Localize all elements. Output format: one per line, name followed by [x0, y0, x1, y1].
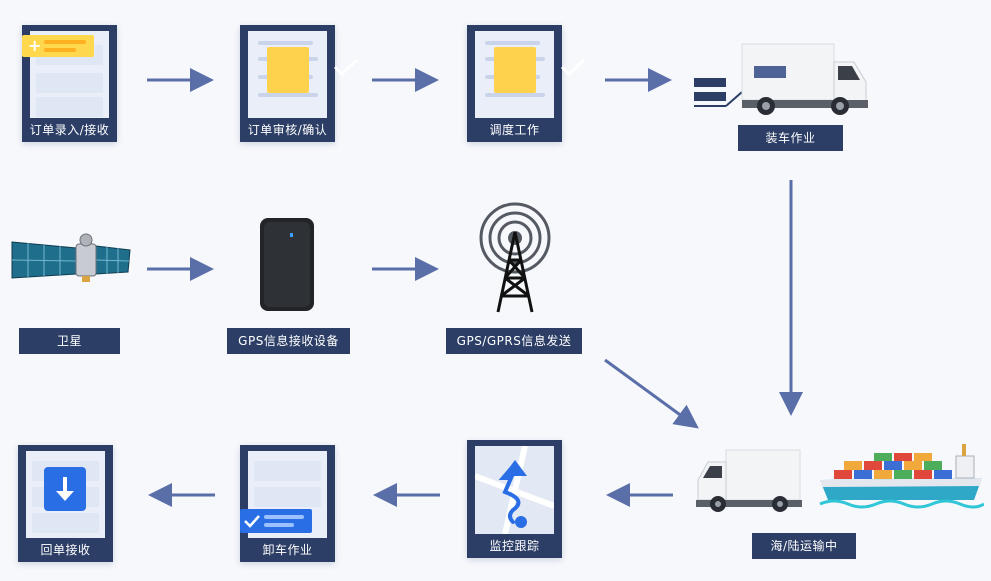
step-label: 监控跟踪 [489, 539, 540, 553]
step-label: 订单录入/接收 [29, 123, 110, 137]
document-check-icon [248, 31, 327, 118]
step-transport-label: 海/陆运输中 [752, 533, 856, 559]
document-check-icon [475, 31, 554, 118]
download-icon [44, 467, 86, 511]
step-unloading: 卸车作业 [240, 445, 335, 562]
truck-icon [694, 40, 874, 120]
antenna-tower-icon [478, 202, 552, 314]
step-satellite-label: 卫星 [19, 328, 120, 354]
step-gprs-label: GPS/GPRS信息发送 [446, 328, 582, 354]
gps-device-icon [259, 217, 315, 312]
step-order-review: 订单审核/确认 [240, 25, 359, 142]
step-label: 卸车作业 [262, 543, 313, 557]
step-order-entry: + 订单录入/接收 [22, 25, 117, 142]
truck-ship-icon [694, 440, 985, 512]
step-label: 订单审核/确认 [247, 123, 328, 137]
step-receipt: 回单接收 [18, 445, 113, 562]
arrow-gprs-to-transport [604, 358, 699, 429]
step-label: 回单接收 [40, 543, 91, 557]
map-route-icon [473, 445, 556, 535]
step-label: 调度工作 [489, 123, 540, 137]
step-monitoring: 监控跟踪 [467, 440, 562, 558]
step-loading-label: 装车作业 [738, 125, 843, 151]
step-gps-device-label: GPS信息接收设备 [227, 328, 350, 354]
satellite-icon [10, 230, 132, 282]
step-dispatch: 调度工作 [467, 25, 586, 142]
